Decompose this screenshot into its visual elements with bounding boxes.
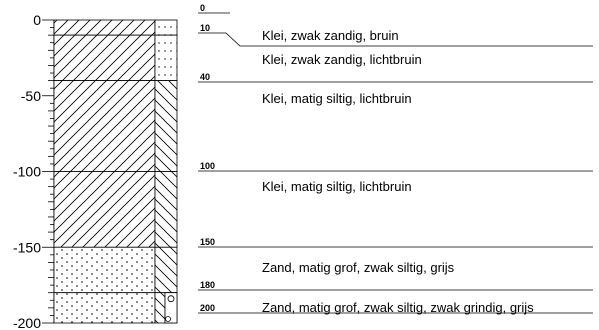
layer-6-main-fill (54, 293, 155, 323)
axis-tick-label: -150 (13, 239, 41, 255)
layer-5-admixture-fill (155, 247, 177, 292)
depth-label: 40 (200, 72, 210, 82)
layer-2-admixture-fill (155, 35, 177, 80)
layer-4-admixture-fill (155, 172, 177, 248)
layer-description: Klei, matig siltig, lichtbruin (262, 91, 412, 106)
depth-label: 180 (200, 280, 215, 290)
axis-tick-label: 0 (33, 12, 41, 28)
depth-label-top: 0 (200, 3, 205, 13)
layer-3-main-fill (54, 81, 155, 172)
layer-2-main-fill (54, 35, 155, 80)
gravel-cell (165, 293, 177, 323)
layer-description: Zand, matig grof, zwak siltig, zwak grin… (262, 300, 534, 315)
layer-description: Zand, matig grof, zwak siltig, grijs (262, 260, 455, 275)
layer-3-admixture-fill (155, 81, 177, 172)
layer-description: Klei, zwak zandig, lichtbruin (262, 52, 422, 67)
depth-axis: 0 -50 -100 -150 -200 (13, 12, 54, 330)
layer-5-main-fill (54, 247, 155, 292)
layer-1-admixture-fill (155, 20, 177, 35)
axis-tick-label: -100 (13, 164, 41, 180)
layer-description: Klei, zwak zandig, bruin (262, 28, 399, 43)
axis-tick-label: -200 (13, 315, 41, 330)
layer-description: Klei, matig siltig, lichtbruin (262, 179, 412, 194)
layer-1-main-fill (54, 20, 155, 35)
depth-label: 150 (200, 237, 215, 247)
depth-label: 10 (200, 23, 210, 33)
lithology-column (54, 20, 177, 323)
layer-4-main-fill (54, 172, 155, 248)
axis-tick-label: -50 (21, 88, 41, 104)
depth-label: 200 (200, 303, 215, 313)
depth-label: 100 (200, 161, 215, 171)
